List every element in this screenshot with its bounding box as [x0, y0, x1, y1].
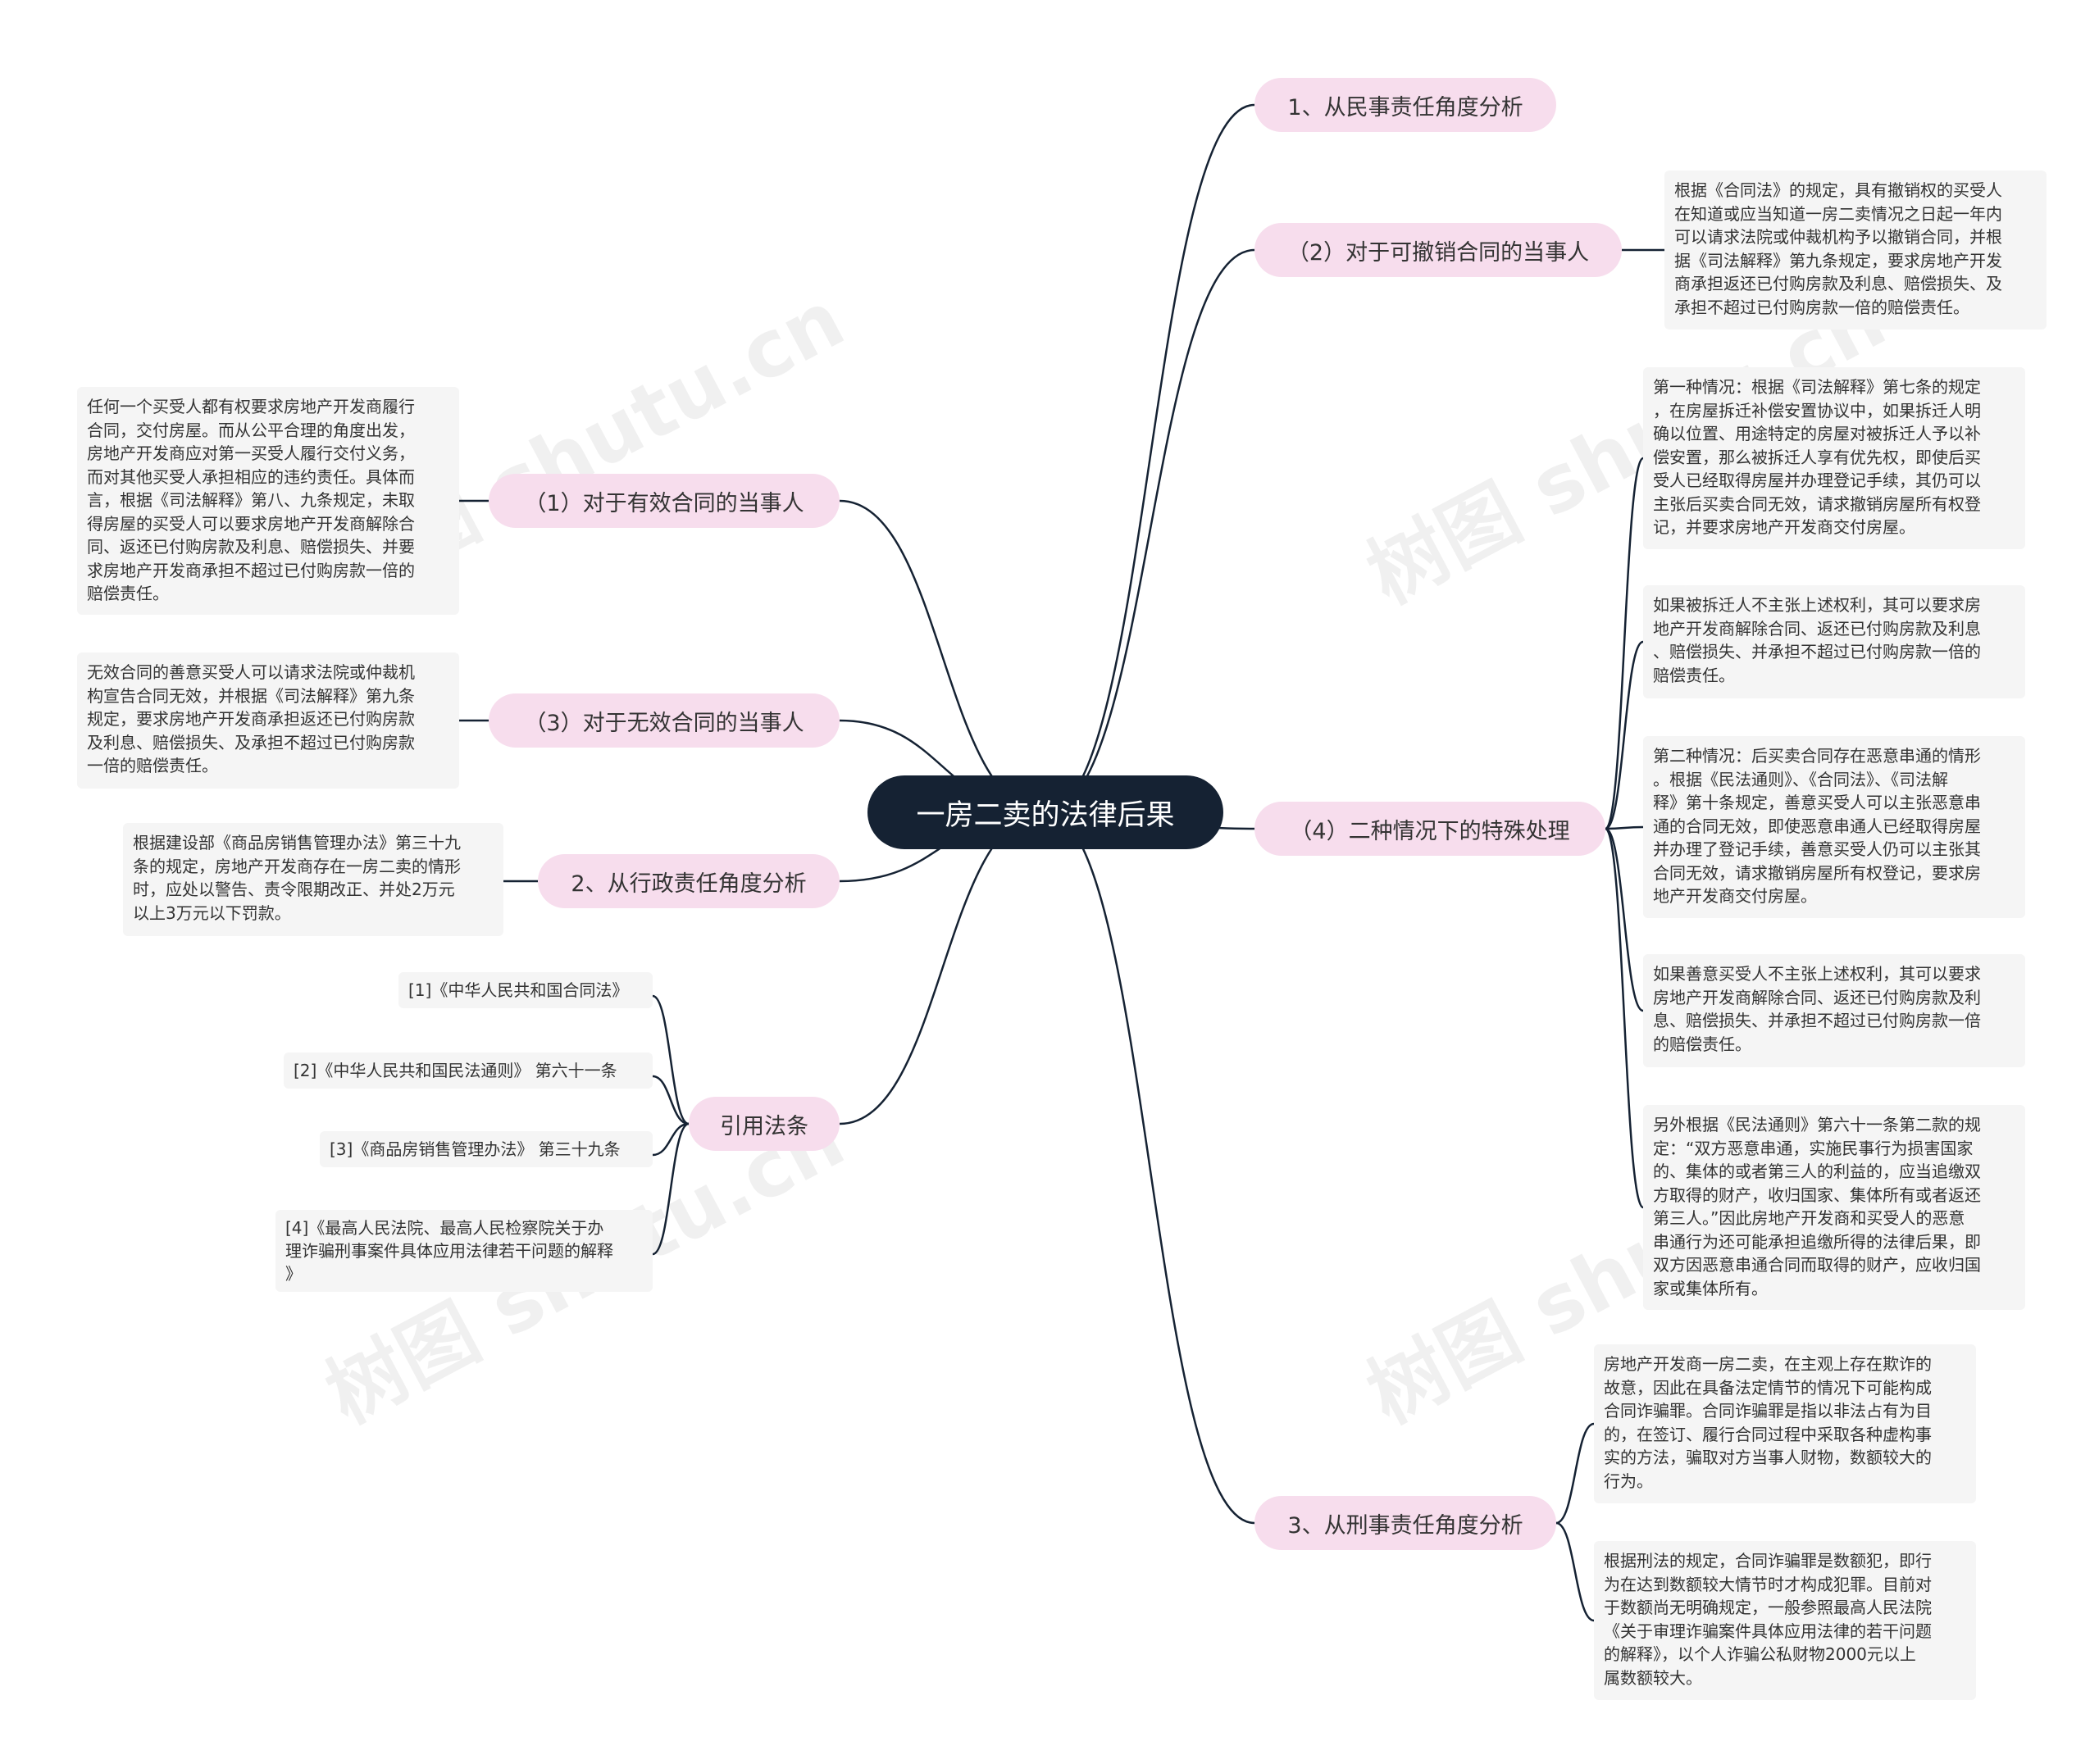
leaf-revocable-contract-text: 根据《合同法》的规定，具有撤销权的买受人 在知道或应当知道一房二卖情况之日起一年… [1664, 170, 2047, 330]
link-refs-citation-3 [652, 1122, 690, 1157]
branch-cited-laws[interactable]: 引用法条 [689, 1097, 840, 1151]
link-refs-citation-4 [652, 1122, 690, 1256]
leaf-special-case-1: 第一种情况：根据《司法解释》第七条的规定 ，在房屋拆迁补偿安置协议中，如果拆迁人… [1643, 367, 2025, 549]
leaf-special-case-4: 如果善意买受人不主张上述权利，其可以要求 房地产开发商解除合同、返还已付购房款及… [1643, 954, 2025, 1067]
citation-1: [1]《中华人民共和国合同法》 [398, 972, 653, 1008]
link-root-criminal [1045, 811, 1255, 1525]
leaf-invalid-contract-text: 无效合同的善意买受人可以请求法院或仲裁机 构宣告合同无效，并根据《司法解释》第九… [77, 652, 459, 789]
branch-invalid-contract[interactable]: （3）对于无效合同的当事人 [489, 693, 840, 748]
citation-4: [4]《最高人民法院、最高人民检察院关于办 理诈骗刑事案件具体应用法律若干问题的… [275, 1210, 653, 1292]
link-criminal-leaf-1 [1555, 1422, 1595, 1525]
link-root-valid [839, 499, 1046, 814]
leaf-administrative-text: 根据建设部《商品房销售管理办法》第三十九 条的规定，房地产开发商存在一房二卖的情… [123, 823, 503, 936]
root-topic[interactable]: 一房二卖的法律后果 [867, 775, 1223, 849]
branch-civil-liability[interactable]: 1、从民事责任角度分析 [1254, 78, 1556, 132]
link-root-civil [1045, 103, 1255, 814]
link-special-leaf-4 [1605, 827, 1644, 1012]
leaf-special-case-3: 第二种情况：后买卖合同存在恶意串通的情形 。根据《民法通则》、《合同法》、《司法… [1643, 736, 2025, 918]
leaf-special-case-2: 如果被拆迁人不主张上述权利，其可以要求房 地产开发商解除合同、返还已付购房款及利… [1643, 585, 2025, 698]
link-root-refs [839, 811, 1046, 1125]
branch-criminal-liability[interactable]: 3、从刑事责任角度分析 [1254, 1496, 1556, 1550]
link-criminal-leaf-2 [1555, 1521, 1595, 1622]
leaf-criminal-1: 房地产开发商一房二卖，在主观上存在欺诈的 故意，因此在具备法定情节的情况下可能构… [1594, 1344, 1976, 1503]
link-root-revocable [1045, 248, 1255, 814]
leaf-criminal-2: 根据刑法的规定，合同诈骗罪是数额犯，即行 为在达到数额较大情节时才构成犯罪。目前… [1594, 1541, 1976, 1700]
leaf-valid-contract-text: 任何一个买受人都有权要求房地产开发商履行 合同，交付房屋。而从公平合理的角度出发… [77, 387, 459, 615]
branch-revocable-contract[interactable]: （2）对于可撤销合同的当事人 [1254, 223, 1622, 277]
leaf-special-case-5: 另外根据《民法通则》第六十一条第二款的规 定：“双方恶意串通，实施民事行为损害国… [1643, 1105, 2025, 1310]
link-special-leaf-5 [1604, 827, 1645, 1209]
citation-3: [3]《商品房销售管理办法》 第三十九条 [320, 1131, 653, 1167]
link-refs-citation-1 [652, 994, 690, 1125]
branch-special-cases[interactable]: （4）二种情况下的特殊处理 [1254, 802, 1605, 856]
branch-valid-contract[interactable]: （1）对于有效合同的当事人 [489, 474, 840, 528]
link-refs-citation-2 [652, 1075, 690, 1125]
link-special-leaf-3 [1605, 825, 1644, 830]
link-special-leaf-2 [1605, 640, 1644, 830]
link-special-leaf-1 [1604, 457, 1645, 830]
citation-2: [2]《中华人民共和国民法通则》 第六十一条 [284, 1052, 653, 1089]
branch-administrative-liability[interactable]: 2、从行政责任角度分析 [538, 854, 840, 908]
